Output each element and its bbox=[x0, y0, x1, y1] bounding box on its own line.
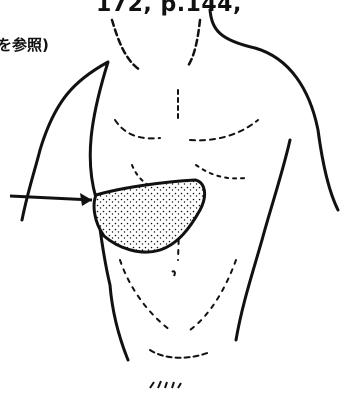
chest-left bbox=[115, 120, 160, 138]
abdomen-left-contour bbox=[120, 260, 170, 330]
navel-mark bbox=[172, 271, 175, 276]
pubic-marks bbox=[150, 381, 181, 388]
neck-right bbox=[188, 20, 200, 66]
left-arm-outline bbox=[22, 150, 40, 220]
abdomen-right-contour bbox=[190, 260, 236, 330]
liver-shaded-region bbox=[94, 180, 205, 252]
hip-line bbox=[150, 350, 210, 358]
right-side-outline bbox=[236, 140, 290, 340]
pointer-arrow-line bbox=[10, 196, 92, 200]
rib-line-right bbox=[196, 165, 245, 178]
neck-left bbox=[112, 20, 140, 70]
chest-right bbox=[190, 120, 258, 140]
torso-outline-right bbox=[210, 10, 338, 210]
pointer-arrow-head bbox=[80, 193, 92, 206]
